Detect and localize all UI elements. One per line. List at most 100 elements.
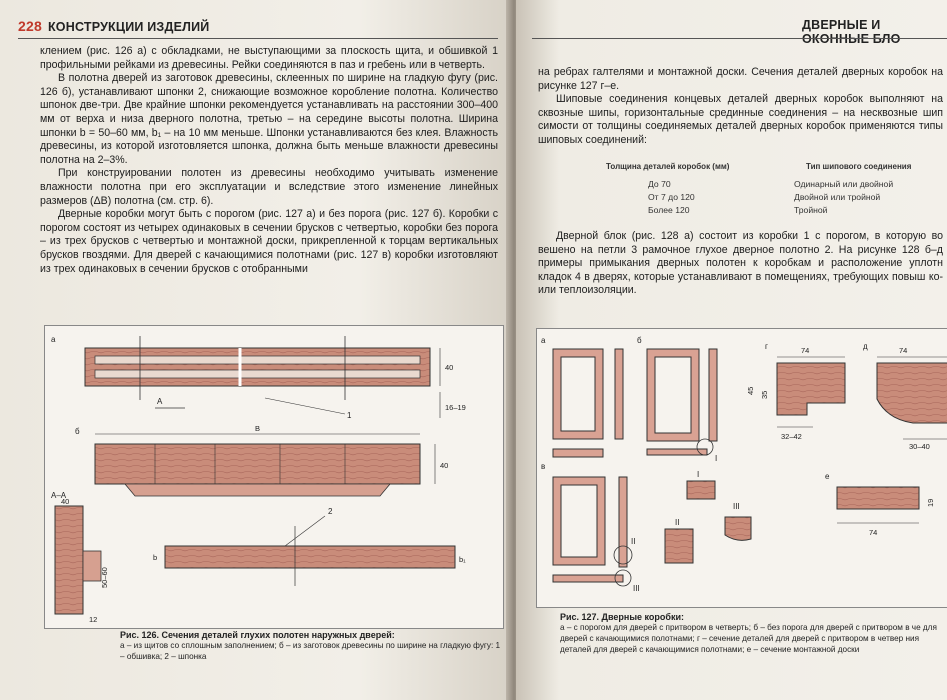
left-body-text: клением (рис. 126 а) с обкладками, не вы… (40, 45, 498, 276)
fig127-board-v (552, 574, 624, 583)
table-cell-thickness-2: От 7 до 120 (648, 192, 695, 202)
fig127-section-d (876, 362, 947, 424)
fig127-label-b: б (637, 336, 642, 345)
figure-126-caption-text: а – из щитов со сплошным заполнением; б … (120, 641, 501, 661)
figure-126-caption-title: Рис. 126. Сечения деталей глухих полотен… (120, 630, 395, 640)
fig127-dim-74b: 74 (899, 346, 907, 355)
fig126-leader-2 (284, 515, 326, 547)
table-cell-type-3: Тройной (794, 205, 828, 215)
fig127-jamb-v (618, 476, 628, 568)
table-header-thickness: Толщина деталей коробок (мм) (606, 162, 730, 171)
fig126-panel-b (94, 443, 421, 485)
fig127-label-III-callout: III (633, 584, 640, 593)
left-page: 228 КОНСТРУКЦИИ ИЗДЕЛИЙ клением (рис. 126… (0, 0, 512, 700)
figure-127-caption-text: а – с порогом для дверей с притвором в ч… (560, 623, 937, 654)
fig127-label-III: III (733, 502, 740, 511)
fig126-dim-16-19: 16–19 (445, 403, 466, 412)
fig127-label-v: в (541, 462, 545, 471)
fig126-dim-40c: 40 (61, 497, 69, 506)
table-cell-type-2: Двойной или тройной (794, 192, 881, 202)
fig126-label-aa: А–А (51, 491, 67, 500)
fig127-dim-35: 35 (760, 391, 769, 399)
left-paragraph-1: клением (рис. 126 а) с обкладками, не вы… (40, 45, 498, 71)
fig126-label-2: 2 (328, 507, 333, 516)
right-head-rule (532, 38, 947, 39)
fig126-panel-a (84, 347, 431, 387)
fig127-frame-b-inner (654, 356, 692, 434)
fig126-label-a: а (51, 335, 56, 344)
left-running-head: 228 КОНСТРУКЦИИ ИЗДЕЛИЙ (18, 18, 209, 34)
fig126-leader-1 (264, 397, 346, 415)
fig127-section-e (836, 486, 920, 510)
fig126-batten-b (124, 483, 391, 497)
table-cell-thickness-3: Более 120 (648, 205, 690, 215)
right-body-text-top: на ребрах галтелями и монтажной доски. С… (538, 66, 943, 148)
fig126-dim-40a: 40 (445, 363, 453, 372)
fig127-dim-30-40: 30–40 (909, 442, 930, 451)
left-paragraph-4: Дверные коробки могут быть с порогом (ри… (40, 208, 498, 275)
fig126-label-1: 1 (347, 411, 352, 420)
fig126-dim-40b: 40 (440, 461, 448, 470)
table-header-type: Тип шипового соединения (806, 162, 912, 171)
left-paragraph-3: При конструировании полотен из древесины… (40, 167, 498, 207)
fig127-detail-II (664, 528, 694, 564)
figure-127-caption: Рис. 127. Дверные коробки: а – с порогом… (560, 612, 947, 655)
fig127-label-II-callout: II (631, 537, 635, 546)
fig126-dim-b1: b₁ (459, 555, 466, 564)
fig127-dim-74a: 74 (801, 346, 809, 355)
fig127-jamb-b (708, 348, 718, 442)
fig126-cladding-top (94, 355, 421, 365)
figure-126-caption: Рис. 126. Сечения деталей глухих полотен… (120, 630, 502, 662)
fig127-label-g: г (765, 342, 768, 351)
fig127-dim-32-42: 32–42 (781, 432, 802, 441)
fig127-label-e: е (825, 472, 830, 481)
figure-127: а б I в II (536, 328, 947, 608)
fig126-dim-B: В (255, 424, 260, 433)
fig126-dim-12: 12 (89, 615, 97, 624)
fig127-dim-19: 19 (926, 499, 935, 507)
table-cell-type-1: Одинарный или двойной (794, 179, 894, 189)
fig126-key-strip (164, 545, 456, 569)
right-body-text-bottom: Дверной блок (рис. 128 а) состоит из кор… (538, 230, 943, 298)
fig127-detail-circle-I (696, 438, 714, 456)
fig126-arrow-a-label: А (157, 397, 163, 406)
fig127-section-g (776, 362, 846, 416)
fig126-label-b: б (75, 427, 80, 436)
fig127-dim-74c: 74 (869, 528, 877, 537)
table-cell-thickness-1: До 70 (648, 179, 671, 189)
left-running-head-title: КОНСТРУКЦИИ ИЗДЕЛИЙ (47, 20, 210, 34)
fig126-cladding-bottom (94, 369, 421, 379)
fig127-detail-III (724, 516, 752, 541)
fig127-detail-I (686, 480, 716, 500)
right-paragraph-3: Дверной блок (рис. 128 а) состоит из кор… (538, 230, 943, 297)
right-paragraph-2: Шиповые соединения концевых деталей двер… (538, 93, 943, 146)
figure-127-drawing: а б I в II (541, 336, 947, 593)
joint-table: Толщина деталей коробок (мм) Тип шиповог… (576, 162, 946, 222)
fig127-sill-a (552, 448, 604, 458)
fig127-dim-45: 45 (746, 387, 755, 395)
fig127-label-I-callout: I (715, 454, 717, 463)
left-paragraph-2: В полотна дверей из заготовок древесины,… (40, 72, 498, 166)
right-paragraph-1: на ребрах галтелями и монтажной доски. С… (538, 66, 943, 92)
figure-126-drawing: а 40 16–19 1 А б В (51, 335, 466, 624)
figure-127-caption-title: Рис. 127. Дверные коробки: (560, 612, 684, 622)
fig126-section-aa (54, 505, 84, 615)
fig127-frame-v-inner (560, 484, 598, 558)
fig126-section-key (82, 550, 102, 582)
fig127-label-I: I (697, 470, 699, 479)
right-running-head: ДВЕРНЫЕ И ОКОННЫЕ БЛО (802, 18, 901, 46)
fig127-label-a: а (541, 336, 546, 345)
fig126-dim-50-60: 50–60 (100, 567, 109, 588)
left-head-rule (18, 38, 498, 39)
fig126-dim-b: b (153, 553, 157, 562)
fig127-label-d: д (863, 342, 868, 351)
figure-126: а 40 16–19 1 А б В (44, 325, 504, 629)
fig127-frame-a-inner (560, 356, 596, 432)
fig127-board-b (646, 448, 708, 456)
right-page: ДВЕРНЫЕ И ОКОННЫЕ БЛО на ребрах галтелям… (516, 0, 947, 700)
fig127-detail-circle-III (614, 569, 632, 587)
fig127-detail-circle-II (613, 545, 633, 565)
page-number: 228 (18, 18, 42, 34)
fig127-label-II: II (675, 518, 679, 527)
